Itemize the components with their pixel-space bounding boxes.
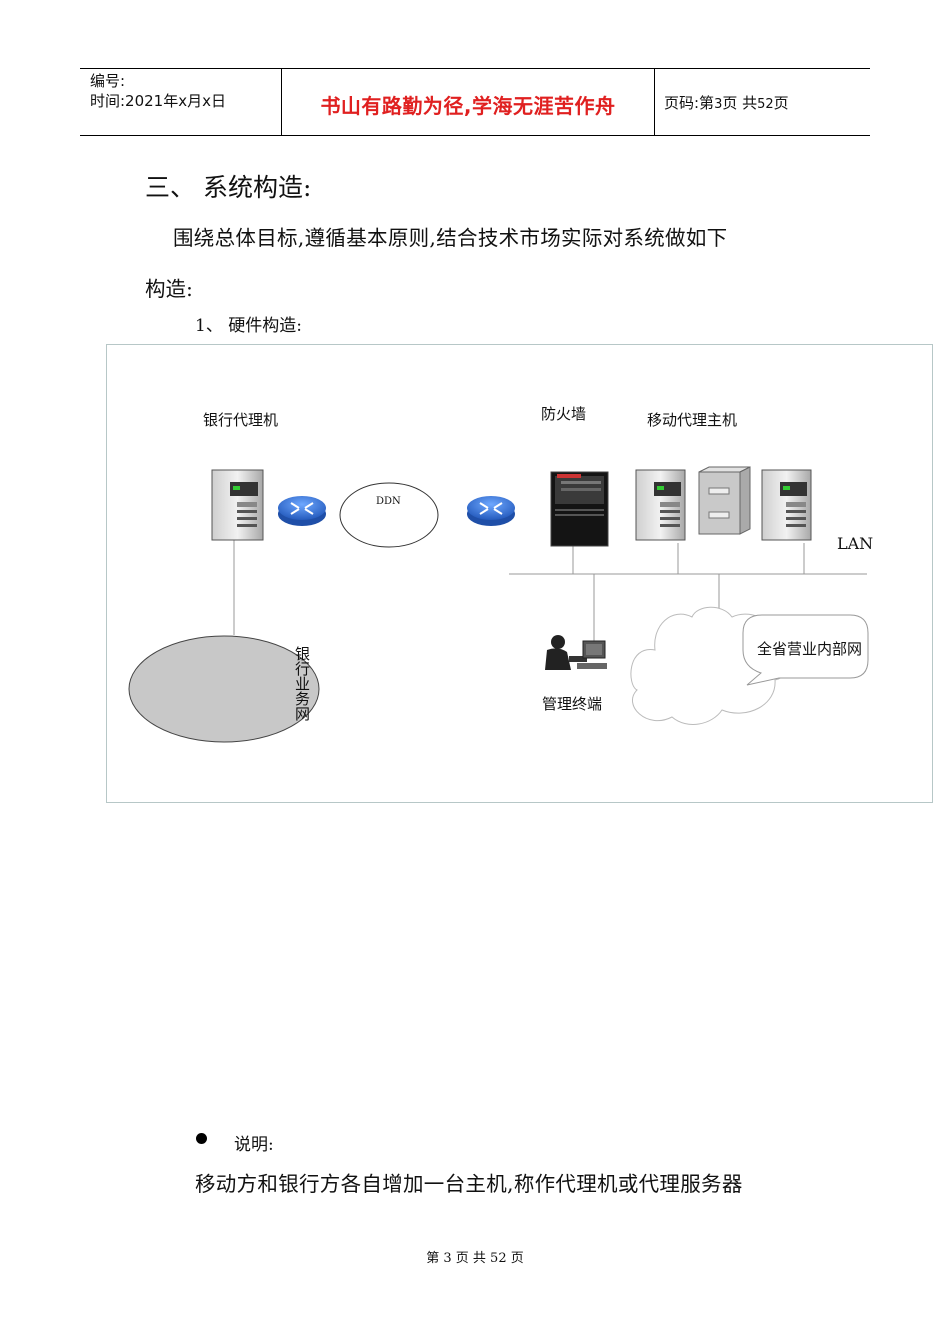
mobile-proxy-label: 移动代理主机 xyxy=(647,411,738,429)
bank-proxy-label: 银行代理机 xyxy=(203,411,279,429)
page-number: 3 xyxy=(714,97,723,112)
mobile-proxy-server-icon xyxy=(635,469,686,541)
intro-paragraph: 围绕总体目标,遵循基本原则,结合技术市场实际对系统做如下 xyxy=(173,226,728,250)
management-terminal-icon xyxy=(545,635,607,670)
page-footer: 第 3 页 共 52 页 xyxy=(426,1251,524,1266)
header-motto: 书山有路勤为径,学海无涯苦作舟 xyxy=(320,94,616,118)
firewall-label: 防火墙 xyxy=(541,405,587,423)
doc-time-label: 时间:2021年x月x日 xyxy=(90,92,226,110)
hardware-diagram: 银行代理机 防火墙 移动代理主机 DDN LAN 银行业务网 管理终端 全省营业… xyxy=(106,344,933,803)
mobile-proxy-server-icon xyxy=(761,469,812,541)
bank-network-ellipse xyxy=(128,635,320,743)
diagram-canvas xyxy=(128,466,869,743)
note-label: 说明: xyxy=(234,1135,274,1155)
firewall-icon xyxy=(550,471,609,547)
header-top-border xyxy=(80,68,870,69)
header-bottom-border xyxy=(80,135,870,136)
section-heading: 三、 系统构造: xyxy=(145,173,312,202)
bank-network-label: 银行业务网 xyxy=(293,646,311,721)
ddn-cloud xyxy=(339,482,439,548)
doc-number-label: 编号: xyxy=(90,72,126,90)
mgmt-terminal-label: 管理终端 xyxy=(542,695,603,713)
header-page-info: 页码:第3页 共52页 xyxy=(664,94,789,112)
storage-cabinet-icon xyxy=(698,466,751,535)
ddn-label: DDN xyxy=(376,496,401,507)
note-paragraph: 移动方和银行方各自增加一台主机,称作代理机或代理服务器 xyxy=(195,1172,743,1196)
bank-proxy-server-icon xyxy=(211,469,264,541)
header-divider xyxy=(654,68,655,136)
bullet-icon xyxy=(196,1133,207,1144)
province-network-label: 全省营业内部网 xyxy=(757,640,863,658)
router-icon xyxy=(278,496,326,526)
router-icon xyxy=(467,496,515,526)
province-network-callout xyxy=(742,614,869,686)
intro-paragraph-cont: 构造: xyxy=(145,277,193,301)
connection-lines xyxy=(233,540,867,642)
page-total: 52 xyxy=(757,97,774,112)
header-meta: 编号: 时间:2021年x月x日 xyxy=(90,71,226,111)
header-divider xyxy=(281,68,282,136)
lan-label: LAN xyxy=(837,534,874,553)
subsection-heading: 1、 硬件构造: xyxy=(195,316,302,336)
